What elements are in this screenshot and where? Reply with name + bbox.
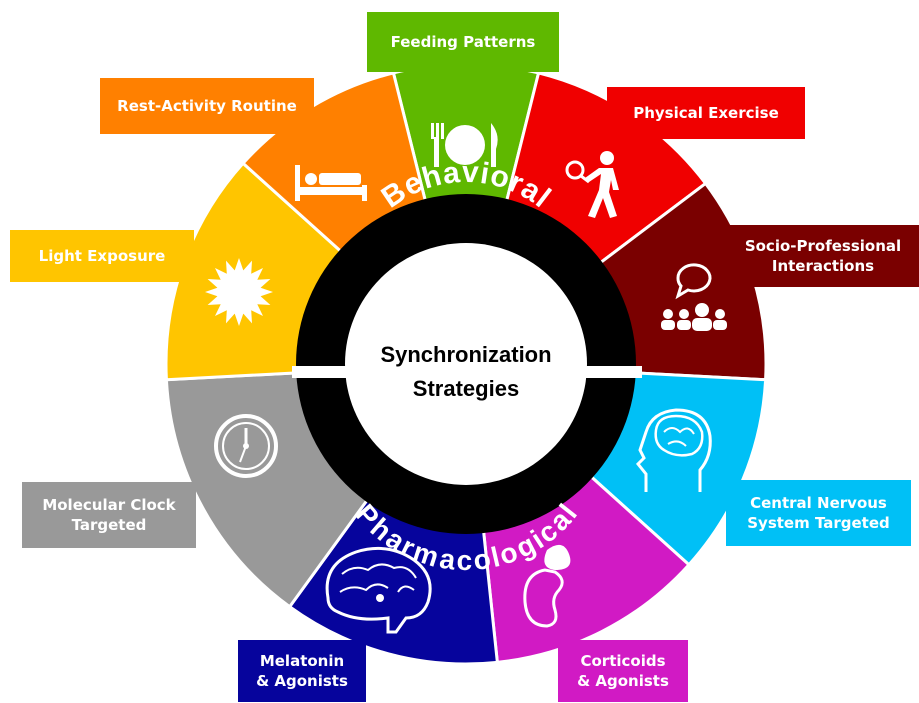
label-text-molecular-2: Targeted (71, 516, 147, 534)
label-text-melatonin-1: Melatonin (259, 651, 345, 670)
clock-icon (214, 414, 278, 478)
label-text-socio-1: Socio-Professional (744, 236, 902, 255)
label-box-melatonin: Melatonin & Agonists (238, 640, 366, 702)
label-text-cns-2: System Targeted (747, 514, 890, 532)
tennis-player-icon (565, 151, 619, 218)
center-title-line2: Strategies (413, 376, 519, 401)
plate-cutlery-icon (431, 123, 498, 167)
center-disc (345, 243, 587, 485)
label-text-feeding-1: Feeding Patterns (390, 32, 536, 51)
sun-icon (205, 258, 273, 326)
label-text-melatonin-2: & Agonists (256, 672, 348, 690)
label-box-feeding: Feeding Patterns (367, 12, 559, 72)
label-text-corticoids-2: & Agonists (577, 672, 669, 690)
label-box-exercise: Physical Exercise (607, 87, 805, 139)
label-box-rest: Rest-Activity Routine (100, 78, 314, 134)
label-text-corticoids-1: Corticoids (580, 651, 666, 670)
kidney-adrenal-icon (523, 544, 571, 628)
label-box-corticoids: Corticoids & Agonists (558, 640, 688, 702)
group-speech-icon (661, 263, 727, 331)
label-text-exercise-1: Physical Exercise (633, 103, 779, 122)
label-text-socio-2: Interactions (771, 257, 875, 275)
bed-icon (295, 165, 367, 201)
center-title-line1: Synchronization (380, 342, 551, 367)
label-text-light-1: Light Exposure (38, 246, 166, 265)
brain-section-icon (325, 546, 432, 634)
label-text-molecular-1: Molecular Clock (42, 495, 176, 514)
label-box-light: Light Exposure (10, 230, 194, 282)
head-brain-icon (635, 408, 712, 492)
label-text-cns-1: Central Nervous (750, 493, 887, 512)
label-text-rest-1: Rest-Activity Routine (117, 96, 297, 115)
